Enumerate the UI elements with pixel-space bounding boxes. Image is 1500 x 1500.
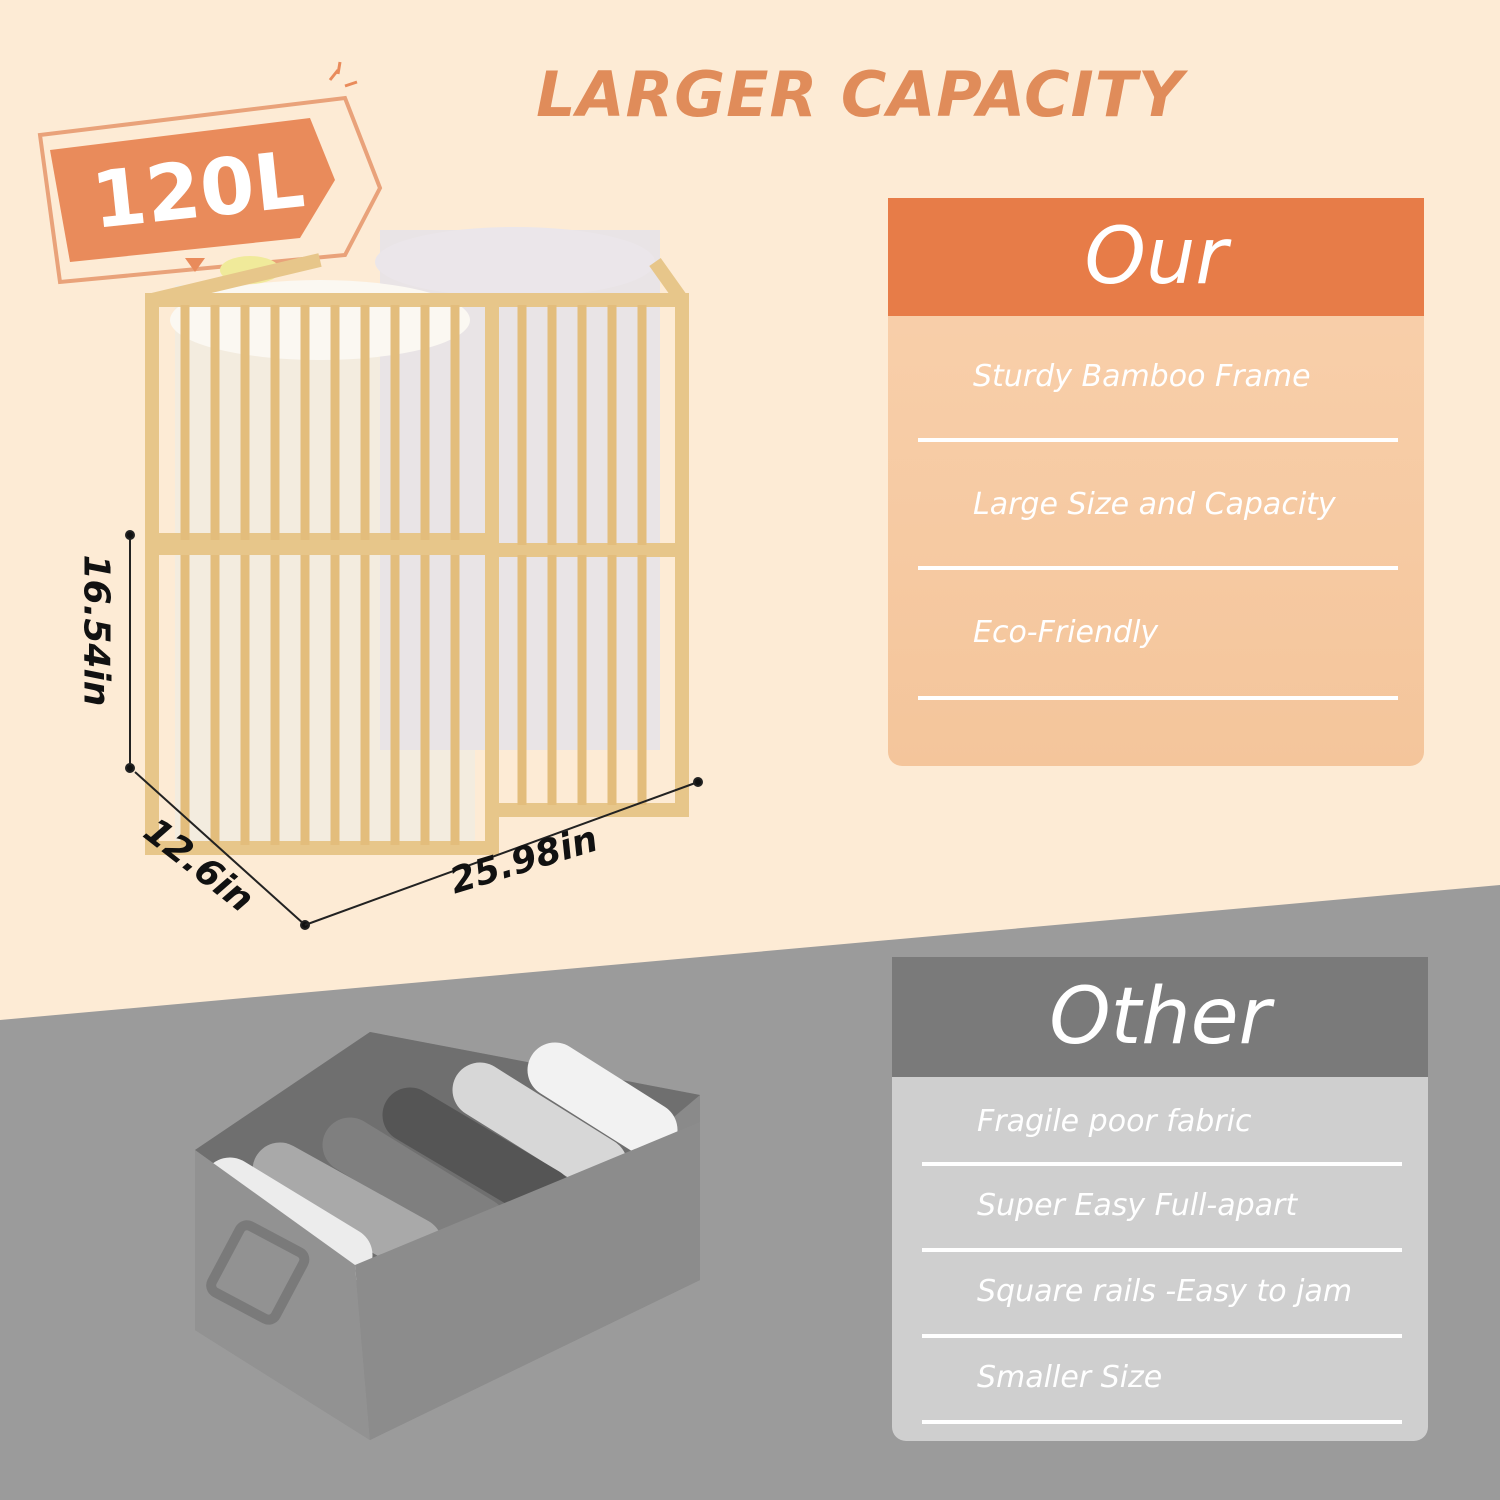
bamboo-storage-cubes xyxy=(145,227,689,855)
feature-divider xyxy=(922,1248,1402,1252)
other-panel-title: Other xyxy=(892,957,1428,1077)
other-feature-label: Square rails -Easy to jam xyxy=(977,1274,1353,1309)
our-feature-label: Eco-Friendly xyxy=(973,615,1159,650)
other-feature-label: Super Easy Full-apart xyxy=(977,1188,1298,1223)
other-feature-label: Fragile poor fabric xyxy=(977,1104,1252,1139)
feature-divider xyxy=(922,1420,1402,1424)
headline: LARGER CAPACITY xyxy=(536,58,1184,131)
capacity-badge-shape xyxy=(37,61,383,285)
dimension-height-label: 16.54in xyxy=(75,554,117,707)
our-product-panel: Our Sturdy Bamboo Frame Large Size and C… xyxy=(888,198,1424,766)
our-feature-label: Sturdy Bamboo Frame xyxy=(973,359,1311,394)
other-product-panel: Other Fragile poor fabric Super Easy Ful… xyxy=(892,957,1428,1441)
feature-divider xyxy=(922,1162,1402,1166)
feature-divider xyxy=(918,566,1398,570)
our-panel-title: Our xyxy=(888,198,1424,316)
feature-divider xyxy=(918,438,1398,442)
feature-divider xyxy=(922,1334,1402,1338)
our-feature-label: Large Size and Capacity xyxy=(973,487,1336,522)
dimension-lines xyxy=(125,530,703,930)
feature-divider xyxy=(918,696,1398,700)
fabric-storage-box xyxy=(195,1032,700,1440)
other-feature-label: Smaller Size xyxy=(977,1360,1163,1395)
